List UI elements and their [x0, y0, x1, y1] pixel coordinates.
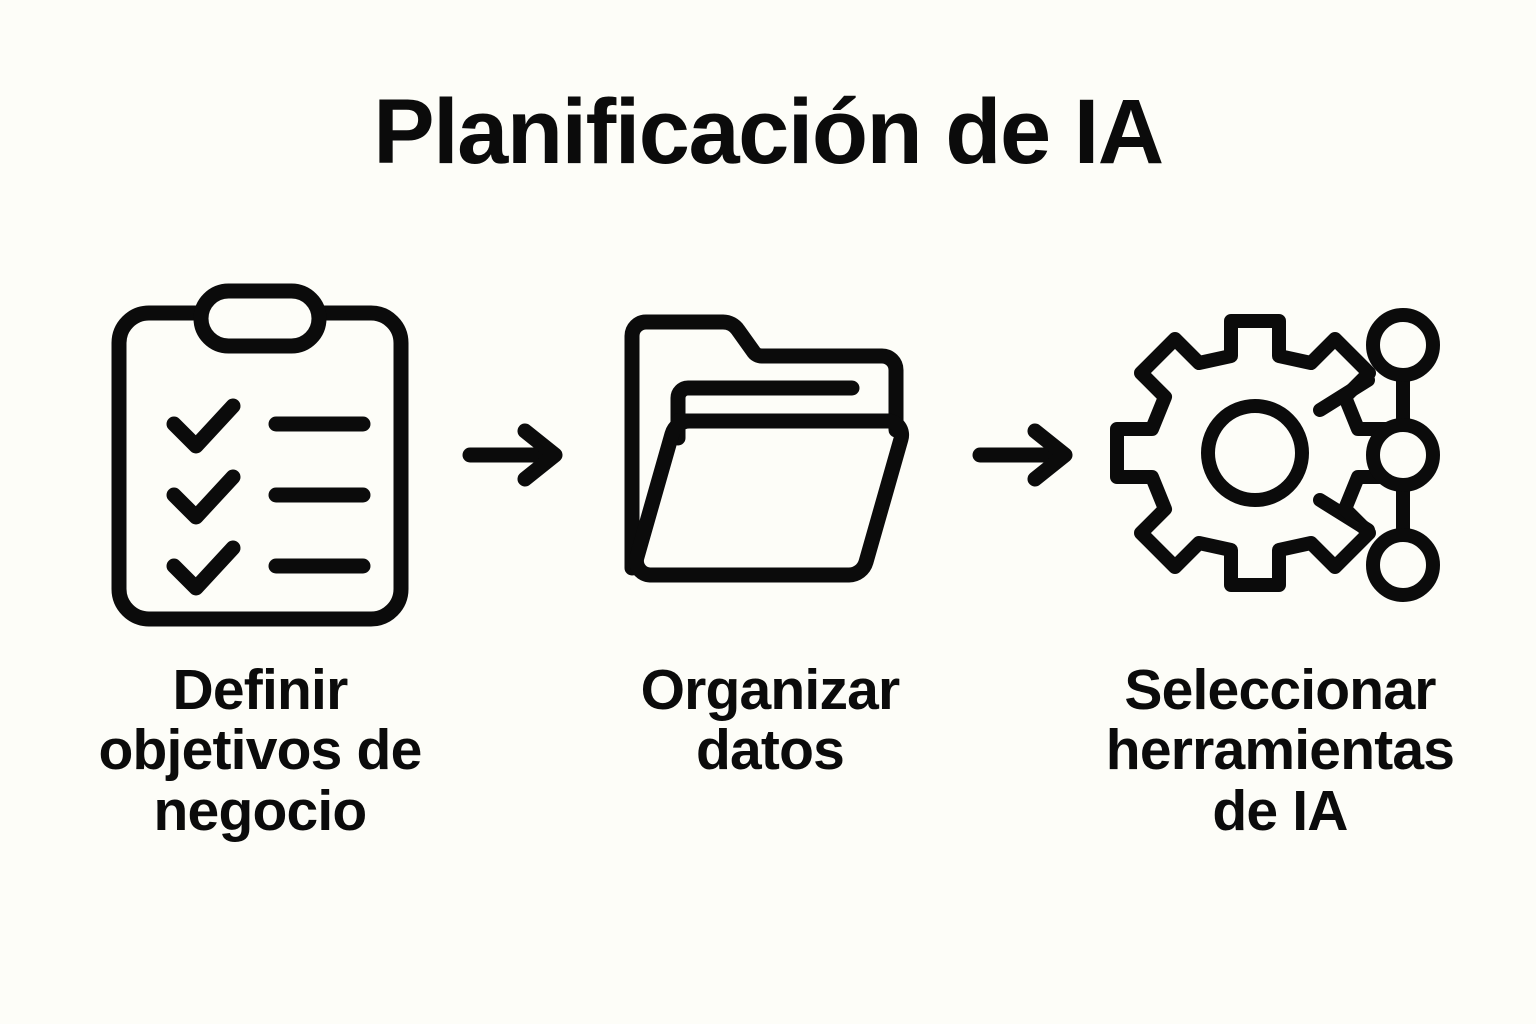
flow-step-caption: Definir objetivos de negocio: [45, 658, 475, 843]
flow-step-caption: Seleccionar herramientas de IA: [1045, 658, 1515, 843]
arrow-right-icon: [460, 270, 570, 640]
caption-line: objetivos de: [98, 718, 423, 783]
caption-line: Organizar: [640, 658, 901, 722]
page-title: Planificación de IA: [373, 81, 1164, 183]
open-folder-icon: [605, 270, 935, 640]
flow-step-caption: Organizar datos: [570, 660, 970, 781]
clipboard-checklist-icon: [95, 270, 425, 640]
caption-line: Seleccionar: [1124, 658, 1436, 722]
process-flow: Definir objetivos de negocio: [60, 270, 1476, 950]
caption-line: datos: [695, 718, 845, 783]
caption-line: negocio: [153, 778, 368, 843]
caption-line: Definir: [172, 658, 349, 722]
gear-network-icon: [1110, 270, 1445, 640]
caption-line: herramientas: [1105, 718, 1455, 783]
arrow-right-icon: [970, 270, 1080, 640]
flow-step-define-objectives: Definir objetivos de negocio: [60, 270, 460, 841]
caption-line: de IA: [1212, 778, 1348, 843]
flow-step-select-ai-tools: Seleccionar herramientas de IA: [1080, 270, 1480, 841]
flow-step-organize-data: Organizar datos: [570, 270, 970, 781]
